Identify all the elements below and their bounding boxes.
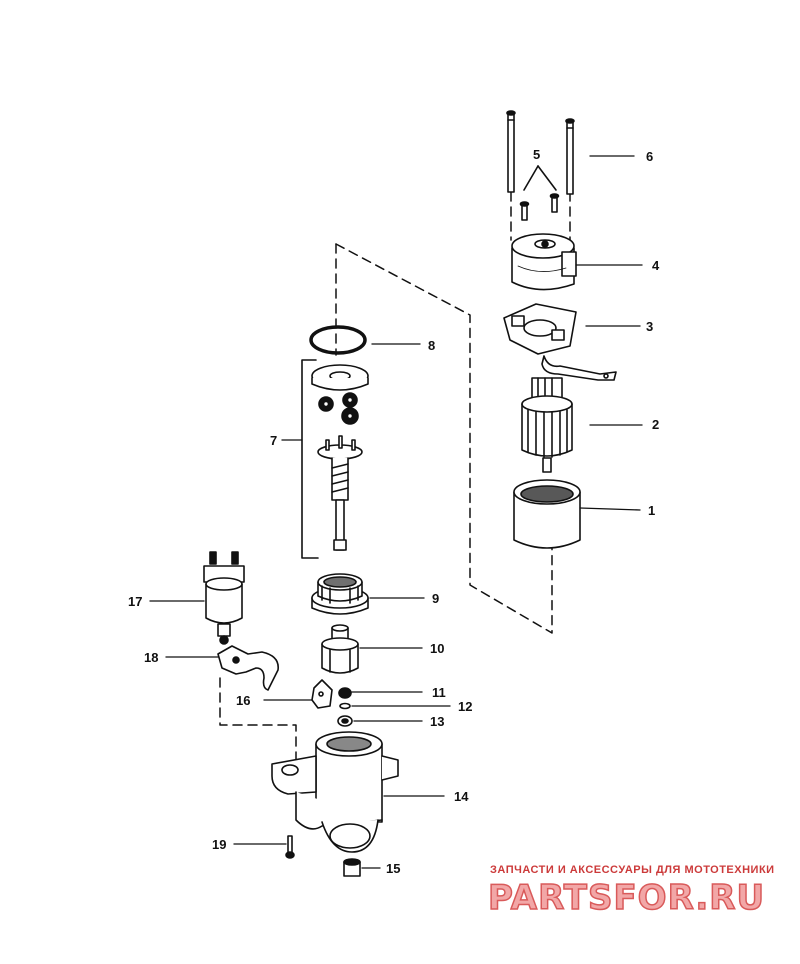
- callout-labels: 1 2 3 4 5 6 7 8 9 10 11 12 13 14 15 16 1…: [128, 147, 660, 876]
- lever-bracket: [311, 679, 333, 709]
- callout-19: 19: [212, 837, 226, 852]
- callout-5: 5: [533, 147, 540, 162]
- callout-14: 14: [454, 789, 469, 804]
- callout-18: 18: [144, 650, 158, 665]
- shift-fork: [217, 645, 279, 691]
- small-screws: [519, 165, 560, 221]
- callout-1: 1: [648, 503, 655, 518]
- callout-4: 4: [652, 258, 660, 273]
- callout-13: 13: [430, 714, 444, 729]
- drive-pinion: [321, 624, 359, 674]
- watermark-brand-logo: PARTSFOR.RU: [487, 877, 766, 919]
- callout-16: 16: [236, 693, 250, 708]
- callout-11: 11: [432, 685, 446, 700]
- watermark-tagline: ЗАПЧАСТИ И АКСЕССУАРЫ ДЛЯ МОТОТЕХНИКИ: [490, 864, 775, 876]
- callout-8: 8: [428, 338, 435, 353]
- drive-housing: [271, 731, 399, 853]
- callout-12: 12: [458, 699, 472, 714]
- callout-17: 17: [128, 594, 142, 609]
- callout-6: 6: [646, 149, 653, 164]
- bushing: [343, 858, 361, 877]
- field-frame: [513, 479, 581, 549]
- spring-ring-washer: [337, 687, 353, 727]
- mounting-bolt: [285, 835, 295, 859]
- callout-10: 10: [430, 641, 444, 656]
- callout-3: 3: [646, 319, 653, 334]
- callout-9: 9: [432, 591, 439, 606]
- leader-lines: [149, 155, 643, 869]
- end-cap: [511, 233, 577, 291]
- brush-plate: [503, 303, 617, 381]
- ring-gear: [311, 573, 369, 615]
- callout-7: 7: [270, 433, 277, 448]
- dashed-assembly-lines: [219, 191, 571, 761]
- solenoid: [203, 551, 245, 645]
- callout-2: 2: [652, 417, 659, 432]
- callout-15: 15: [386, 861, 400, 876]
- o-ring: [309, 325, 367, 355]
- planetary-gear-set: [301, 359, 369, 559]
- armature: [521, 377, 573, 473]
- through-bolts: [506, 110, 575, 195]
